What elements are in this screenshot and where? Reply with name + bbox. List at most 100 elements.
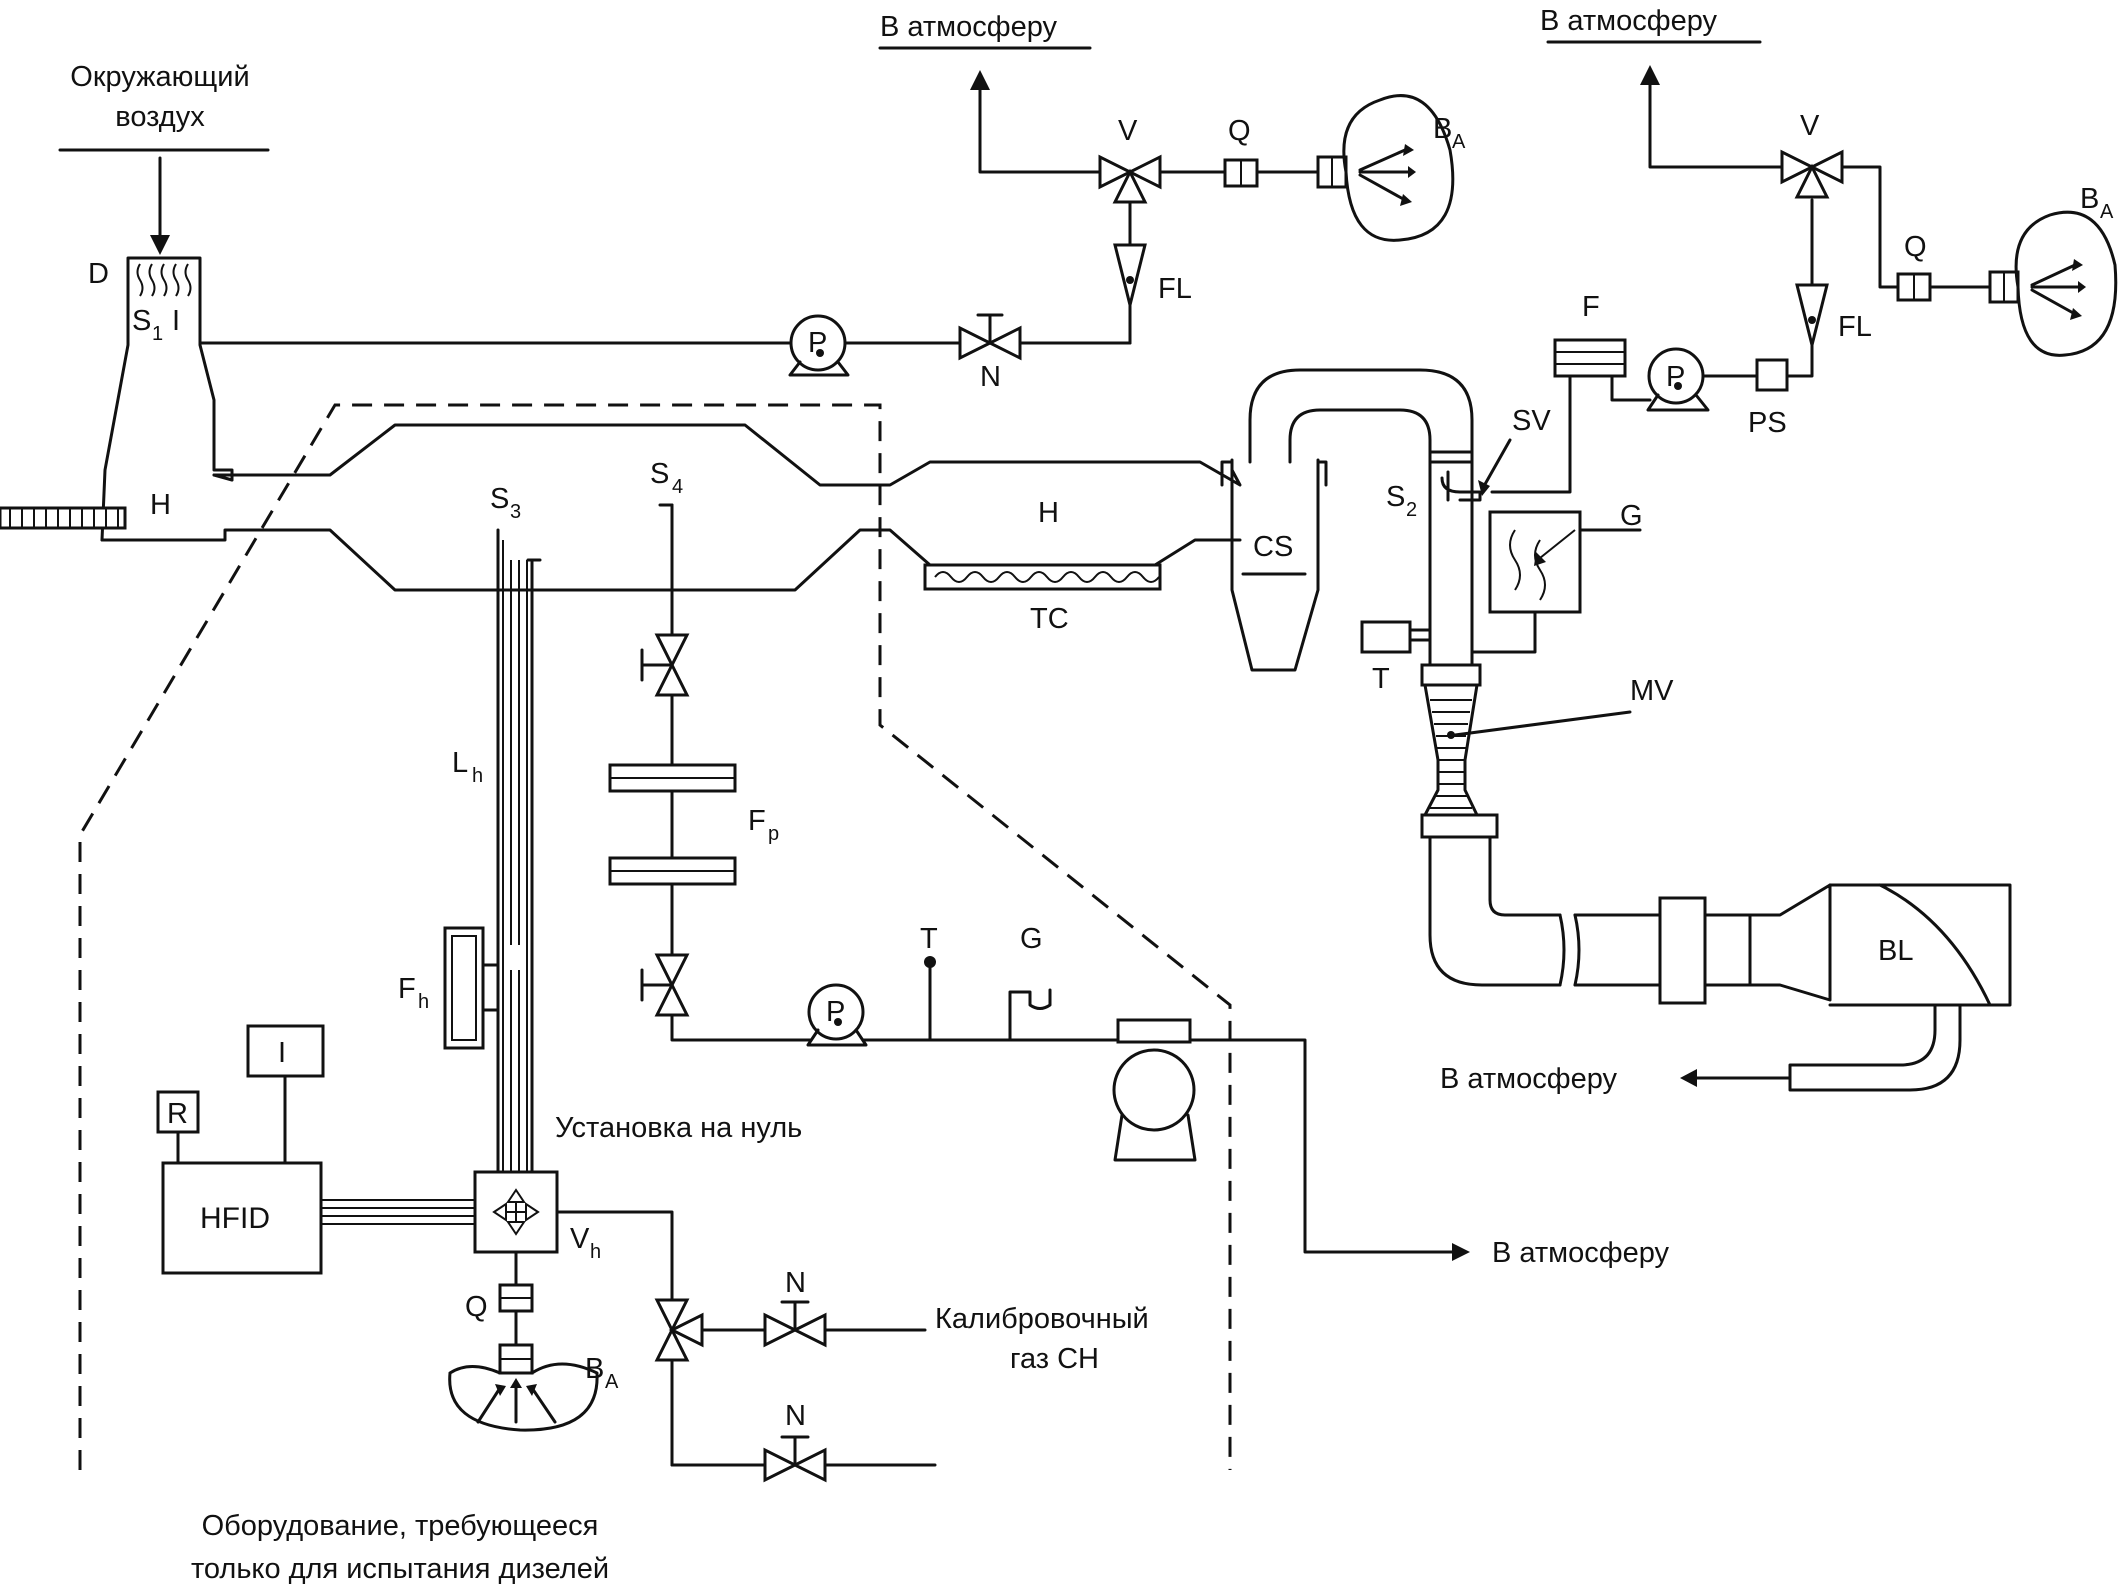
label-N-cal: N (785, 1267, 806, 1299)
atmosphere-label-bottom: В атмосферу (1492, 1237, 1670, 1269)
label-BA-lower: B (585, 1353, 604, 1385)
hfid-analyzer: HFID R I (156, 1024, 475, 1275)
label-T-particulate: T (920, 923, 938, 955)
riser-duct: S 2 SV (1386, 405, 1551, 667)
label-I-indicator: I (278, 1037, 286, 1069)
atmosphere-label-top-left: В атмосферу (880, 11, 1058, 43)
diesel-only-label-1: Оборудование, требующееся (202, 1510, 599, 1542)
diesel-only-boundary (78, 403, 1232, 1470)
cyclone-separator: CS (1220, 368, 1474, 672)
label-FL-top-right: FL (1838, 311, 1872, 343)
label-BA-top-left-sub: A (1452, 131, 1466, 153)
label-R: R (167, 1098, 188, 1130)
exhaust-inlet-pipe (0, 506, 127, 530)
label-V-top-right: V (1800, 110, 1820, 142)
label-N-top: N (980, 361, 1001, 393)
particulate-sampling-line: S 4 F p P T G В а (608, 458, 1670, 1269)
blower: BL В атмосферу (1440, 883, 2012, 1095)
label-FL-top-left: FL (1158, 273, 1192, 305)
sample-bag-icon-top-right (2014, 210, 2118, 357)
label-N-zero: N (785, 1400, 806, 1432)
label-S4-sub: 4 (672, 476, 683, 498)
vent-arrow-icon-left (970, 70, 990, 90)
dilution-tunnel: H (100, 423, 1242, 592)
label-F-top-right: F (1582, 291, 1600, 323)
label-MV: MV (1630, 675, 1674, 707)
label-G-heater: G (1620, 500, 1643, 532)
label-H-left: H (150, 489, 171, 521)
label-P-particulate: P (826, 996, 845, 1028)
label-CS: CS (1253, 531, 1293, 563)
label-S2-sub: 2 (1406, 499, 1417, 521)
calibration-gas-label-2: газ СН (1010, 1343, 1099, 1375)
label-S4: S (650, 458, 669, 490)
calibration-gas-label-1: Калибровочный (935, 1303, 1149, 1335)
label-D: D (88, 258, 109, 290)
label-Vh-sub: h (590, 1241, 601, 1263)
label-SV: SV (1512, 405, 1551, 437)
label-Lh-sub: h (472, 765, 483, 787)
label-S3: S (490, 483, 509, 515)
label-Fh-sub: h (418, 991, 429, 1013)
gas-meter-icon (1112, 1048, 1196, 1132)
blower-duct (1428, 835, 1832, 1005)
temperature-sensor-riser: T (1360, 620, 1432, 695)
ambient-air-label-2: воздух (115, 101, 205, 133)
label-H-mid: H (1038, 497, 1059, 529)
calibration-gas-branch: N Калибровочный газ СН N (555, 1210, 1149, 1483)
zero-bag-assembly: Q B A (448, 1250, 619, 1432)
vent-arrow-icon-right (1640, 65, 1660, 85)
zero-setting-label: Установка на нуль (555, 1112, 802, 1144)
filter-icon-top-right (1553, 338, 1627, 378)
label-BA-lower-sub: A (605, 1371, 619, 1393)
label-BL: BL (1878, 935, 1913, 967)
heated-valve: V h Установка на нуль (473, 1112, 802, 1263)
inflow-arrow-icon (150, 235, 170, 255)
label-Q-lower: Q (465, 1291, 488, 1323)
label-Fp: F (748, 805, 766, 837)
sample-bag-icon-top-left (1342, 94, 1455, 242)
label-G-gauge: G (1020, 923, 1043, 955)
label-S2: S (1386, 481, 1405, 513)
venturi: MV (1420, 663, 1674, 839)
heated-sample-line: S 3 L h F h (398, 483, 542, 1174)
heated-filter-icon (443, 926, 485, 1050)
exhaust-arrow-icon (1680, 1069, 1697, 1087)
ambient-air-label-1: Окружающий (70, 61, 249, 93)
heater: G (1470, 500, 1643, 654)
pressure-sensor-icon (1755, 358, 1789, 392)
label-BA-top-right-sub: A (2100, 201, 2114, 223)
label-I: I (172, 305, 180, 337)
label-S1-sub: 1 (152, 323, 163, 345)
label-BA-top-right: B (2080, 183, 2099, 215)
flowmeter-icon-top-left (1113, 243, 1147, 306)
label-Q-top-left: Q (1228, 115, 1251, 147)
filter-media-icon (136, 263, 192, 297)
ambient-sampling-line: P N FL V В атмосферу Q (198, 11, 1466, 393)
atmosphere-label-blower: В атмосферу (1440, 1063, 1618, 1095)
label-BA-top-left: B (1433, 113, 1452, 145)
label-T-riser: T (1372, 663, 1390, 695)
atmosphere-label-top-right: В атмосферу (1540, 5, 1718, 37)
label-Fp-sub: p (768, 823, 779, 845)
pump-icon-particulate (807, 983, 865, 1041)
label-PS: PS (1748, 407, 1787, 439)
label-Fh: F (398, 973, 416, 1005)
label-S3-sub: 3 (510, 501, 521, 523)
diesel-only-label-2: только для испытания дизелей (191, 1553, 609, 1585)
label-V-top-left: V (1118, 115, 1138, 147)
flowmeter-icon-top-right (1795, 283, 1829, 346)
label-TC: TC (1030, 603, 1069, 635)
label-S1: S (132, 305, 151, 337)
tunnel-cooler: TC (923, 563, 1162, 635)
dilute-sampling-line: F P PS FL V В атмосферу Q (1490, 5, 2118, 494)
temperature-probe-icon (924, 956, 936, 968)
label-P-top-left: P (808, 327, 827, 359)
label-P-top-right: P (1666, 361, 1685, 393)
ambient-air-inlet: Окружающий воздух (58, 61, 270, 255)
label-Lh: L (452, 747, 468, 779)
atmosphere-arrow-icon-bottom (1452, 1243, 1470, 1261)
dilution-air-filter: D S 1 I H (88, 256, 234, 542)
